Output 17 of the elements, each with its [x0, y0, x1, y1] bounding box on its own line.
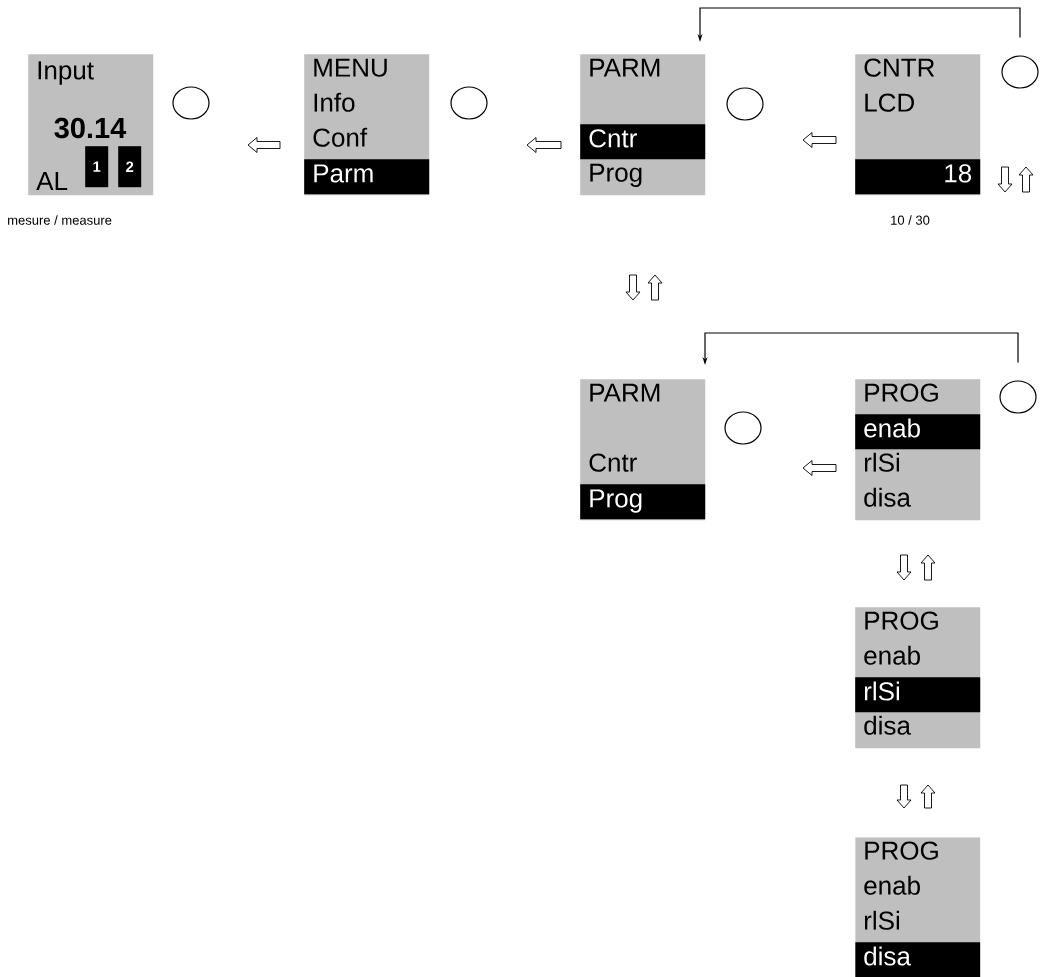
alarm-indicator: 1	[85, 146, 109, 188]
button-circle	[724, 411, 762, 445]
screen-caption: 10 / 30	[891, 215, 930, 225]
button-circle	[1001, 55, 1039, 89]
highlighted-row: 18	[855, 159, 981, 195]
highlighted-row: Cntr	[580, 124, 706, 160]
screen-caption: mesure / measure	[8, 215, 112, 225]
highlighted-row: enab	[855, 414, 981, 450]
button-circle	[999, 380, 1037, 414]
highlighted-row: Parm	[304, 159, 430, 195]
highlighted-row: disa	[855, 942, 981, 977]
button-circle	[172, 86, 210, 120]
highlighted-row: Prog	[580, 484, 706, 520]
highlighted-row: rlSi	[855, 677, 981, 713]
button-circle	[726, 87, 764, 121]
button-circle	[450, 86, 488, 120]
alarm-indicator: 2	[118, 146, 142, 188]
